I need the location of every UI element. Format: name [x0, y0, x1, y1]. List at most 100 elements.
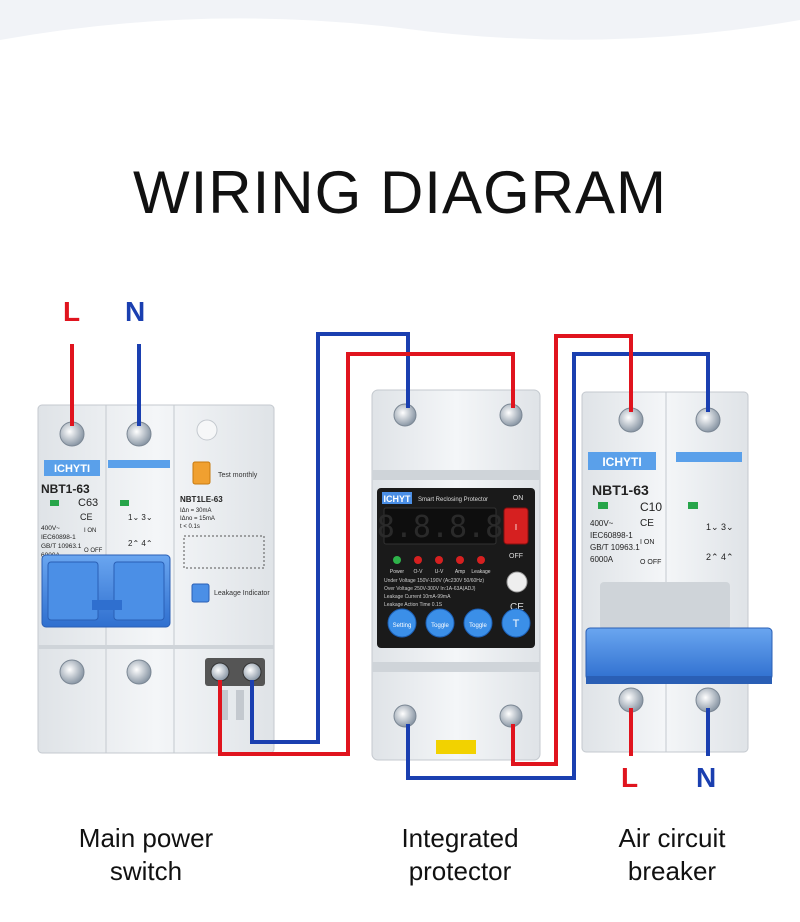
svg-text:I: I: [515, 523, 517, 532]
leakage-module-specs: IΔn = 30mA IΔno = 15mA t < 0.1s: [180, 508, 215, 530]
protector-name: Smart Reclosing Protector: [418, 497, 488, 503]
line-wire-to-breaker: [511, 334, 633, 766]
breaker-on-label: I ON: [640, 539, 654, 546]
protector-spec: Over Voltage 250V-300V In:1A-63A(ADJ): [384, 586, 476, 592]
output-neutral-label: N: [696, 762, 717, 793]
protector-spec: Leakage Current 10mA-99mA: [384, 594, 451, 600]
caption-air-circuit-breaker-line2: breaker: [627, 856, 717, 886]
protector-display-digits: 8.8.8.8: [377, 510, 503, 545]
protector-indicator-led: [414, 556, 422, 564]
input-neutral-label: N: [125, 296, 146, 327]
protector-spec: Leakage Action Time 0.1S: [384, 602, 443, 608]
protector-off-label: OFF: [509, 553, 523, 560]
breaker-spec: GB/T 10963.1: [590, 543, 640, 552]
main-switch-output-l: [210, 662, 230, 682]
protector-bottom-screw-l: [499, 704, 523, 728]
main-switch-spec: 400V~: [41, 525, 60, 532]
protector-indicator-led: [435, 556, 443, 564]
breaker-brand: ICHYTI: [602, 455, 641, 469]
protector-power-switch[interactable]: [503, 507, 529, 545]
input-line-label: L: [63, 296, 81, 327]
protector-brand: ICHYT: [384, 494, 412, 504]
protector-button[interactable]: [501, 608, 531, 638]
protector-specs: Under Voltage 150V-190V (Ac230V 50/60Hz)…: [384, 578, 484, 608]
main-switch-model: NBT1-63: [41, 482, 90, 496]
main-switch-brand: ICHYTI: [54, 463, 90, 475]
breaker-rating: C10: [640, 500, 662, 514]
protector-speaker: [506, 571, 528, 593]
protector-button-label: Setting: [393, 623, 412, 629]
protector-ce-mark: CE: [510, 602, 524, 613]
main-switch-brand-badge: [44, 460, 100, 476]
svg-text:2⌃ 4⌃: 2⌃ 4⌃: [706, 552, 734, 562]
breaker-specs: 400V~ IEC60898-1GB/T 10963.1 6000A: [590, 519, 640, 564]
leakage-module-model: NBT1LE-63: [180, 495, 223, 504]
svg-text:CE: CE: [640, 518, 654, 529]
protector-top-screw-n: [393, 403, 417, 427]
leakage-module-spec: IΔno = 15mA: [180, 516, 215, 522]
svg-text:2⌃ 4⌃: 2⌃ 4⌃: [128, 539, 153, 548]
breaker-handle[interactable]: [585, 627, 773, 681]
main-switch-output-n: [242, 662, 262, 682]
main-switch-off-label: O OFF: [84, 548, 103, 554]
breaker-spec: 400V~: [590, 519, 614, 528]
caption-air-circuit-breaker: Air circuit breaker: [572, 822, 772, 888]
main-switch-handle-left[interactable]: [47, 561, 99, 621]
protector-indicator-label: Power: [390, 569, 405, 575]
protector-indicator-label: Amp: [455, 569, 466, 575]
protector-display: [383, 507, 497, 545]
leakage-module-spec: t < 0.1s: [180, 524, 200, 530]
protector-bottom-screw-n: [393, 704, 417, 728]
caption-main-power-switch-line1: Main power: [78, 823, 214, 853]
caption-main-power-switch: Main power switch: [46, 822, 246, 888]
leakage-circuit-symbol: [183, 535, 265, 569]
protector-button-label: T: [513, 618, 520, 630]
breaker-spec: 6000A: [590, 555, 614, 564]
protector-spec: Under Voltage 150V-190V (Ac230V 50/60Hz): [384, 578, 484, 584]
protector-indicator-led: [477, 556, 485, 564]
protector-button-label: Toggle: [469, 623, 487, 629]
protector-button[interactable]: [463, 608, 493, 638]
air-circuit-breaker: ICHYTI NBT1-63 C10 CE 400V~ IEC60898-1GB/…: [581, 391, 773, 753]
protector-indicator-led: [456, 556, 464, 564]
caption-air-circuit-breaker-line1: Air circuit: [618, 823, 726, 853]
breaker-off-label: O OFF: [640, 559, 661, 566]
test-monthly-label: Test monthly: [218, 472, 258, 479]
protector-button[interactable]: [387, 608, 417, 638]
caption-integrated-protector-line1: Integrated: [401, 823, 519, 853]
caption-main-power-switch-line2: switch: [109, 856, 183, 886]
svg-text:1⌄ 3⌄: 1⌄ 3⌄: [706, 522, 734, 532]
main-switch-bottom-screw-2: [126, 659, 152, 685]
integrated-protector: ICHYT Smart Reclosing Protector ON 8.8.8…: [371, 389, 541, 761]
protector-button-label: Toggle: [431, 623, 449, 629]
header-wave: [0, 0, 800, 40]
ce-mark: CE: [80, 512, 93, 522]
protector-button[interactable]: [425, 608, 455, 638]
caption-integrated-protector: Integrated protector: [360, 822, 560, 888]
test-button[interactable]: [192, 461, 211, 485]
protector-buttons: Setting Toggle Toggle T: [387, 608, 531, 638]
protector-on-label: ON: [513, 495, 524, 502]
leakage-indicator-label: Leakage Indicator: [214, 590, 270, 597]
main-switch-spec: IEC60898-1: [41, 534, 76, 541]
protector-indicator-label: Leakage: [471, 569, 490, 575]
breaker-model: NBT1-63: [592, 482, 649, 498]
main-switch-handle-right[interactable]: [113, 561, 165, 621]
leakage-indicator: [191, 583, 210, 603]
wires: [70, 332, 710, 780]
main-switch-bottom-screw-1: [59, 659, 85, 685]
protector-indicator-led: [393, 556, 401, 564]
page-title: WIRING DIAGRAM: [133, 159, 667, 226]
caption-integrated-protector-line2: protector: [408, 856, 512, 886]
protector-indicator-label: U-V: [435, 569, 444, 575]
neutral-wire-to-protector: [250, 332, 410, 744]
leakage-module-spec: IΔn = 30mA: [180, 508, 212, 514]
main-switch-symbol: 1⌄ 3⌄: [128, 513, 153, 522]
main-switch-on-label: I ON: [84, 528, 96, 534]
main-power-switch: ICHYTI NBT1-63 C63 CE 400V~IEC60898-1GB/…: [37, 404, 275, 754]
main-switch-spec: GB/T 10963.1: [41, 543, 82, 550]
breaker-spec: IEC60898-1: [590, 531, 633, 540]
neutral-wire-to-breaker: [406, 352, 710, 780]
output-line-label: L: [621, 762, 639, 793]
